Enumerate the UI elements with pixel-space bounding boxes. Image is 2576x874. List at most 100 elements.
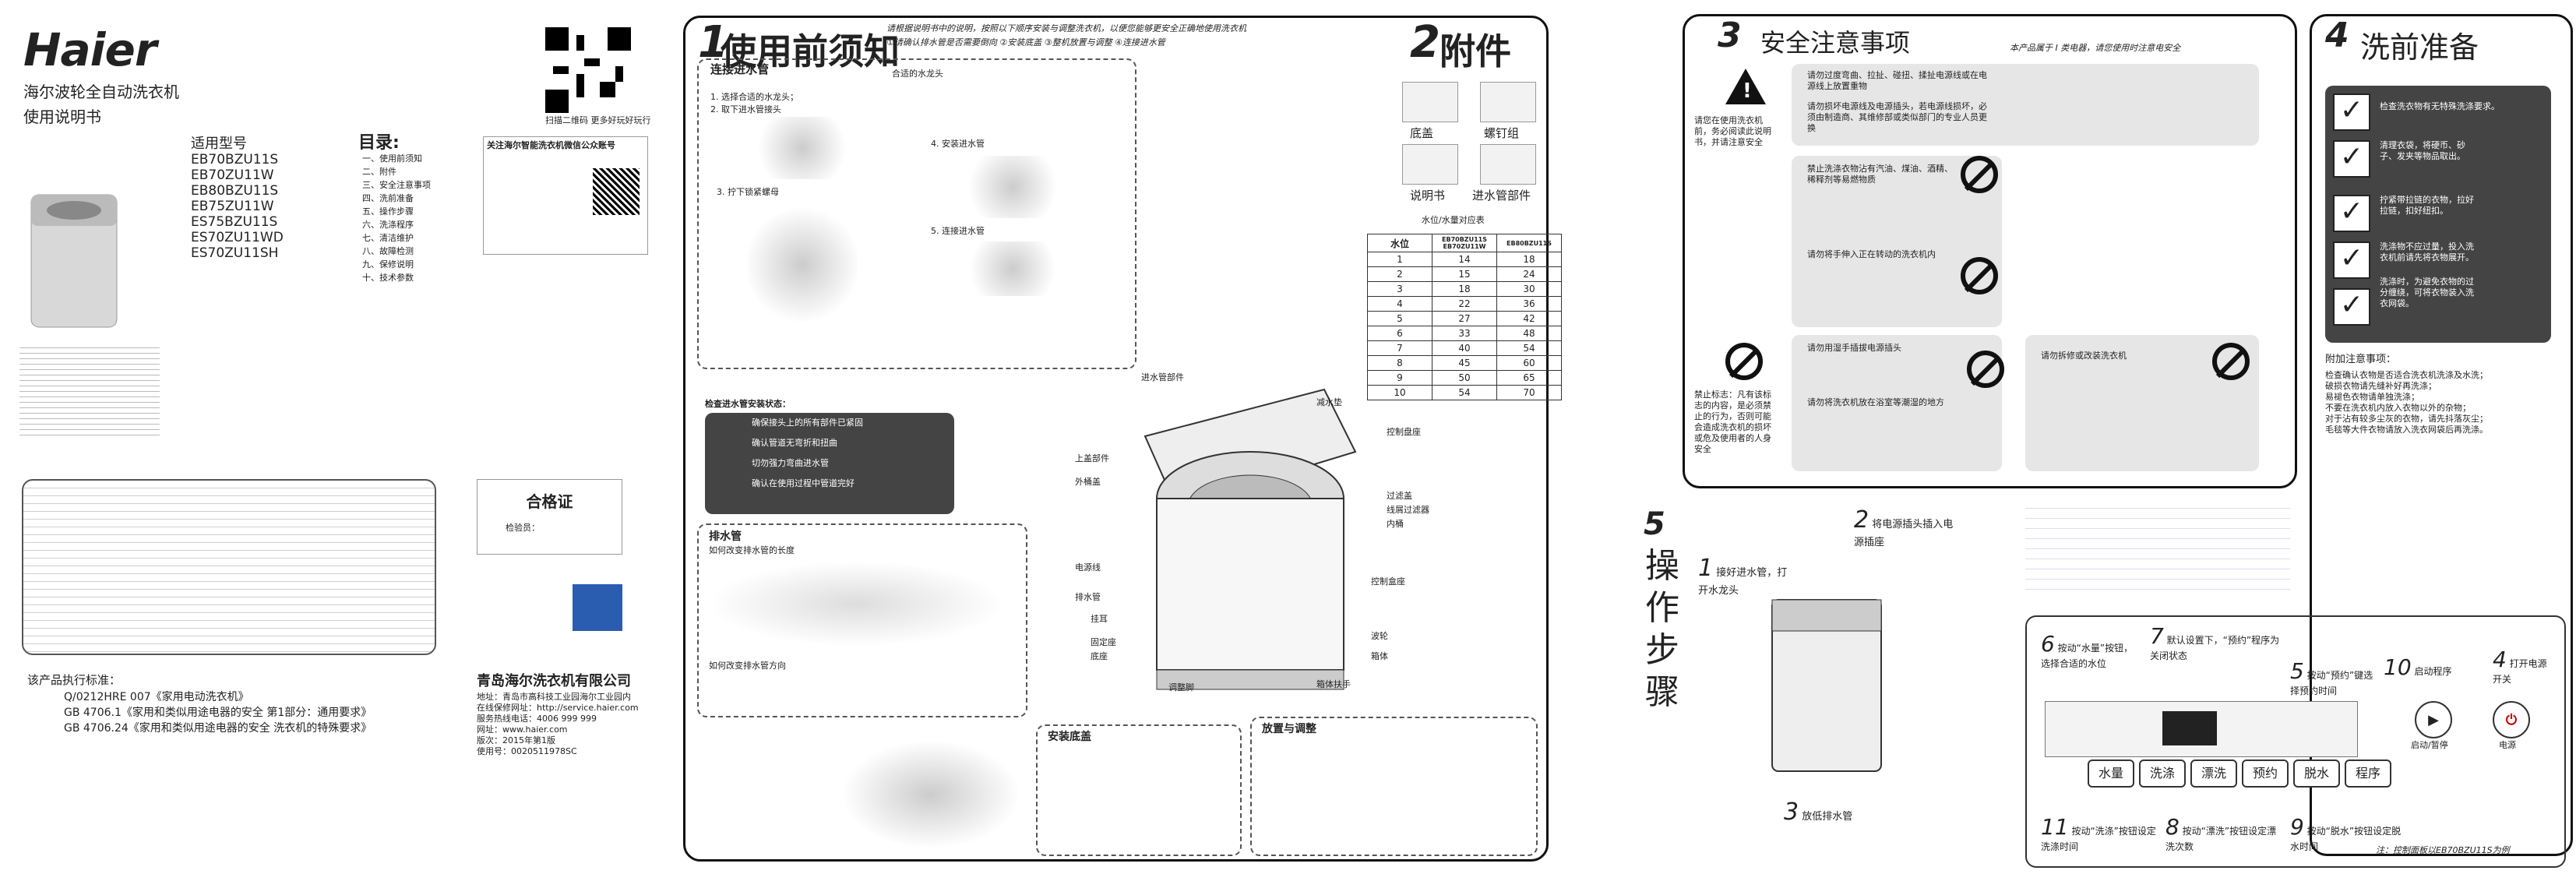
water-level-button[interactable]: 水量 xyxy=(2088,759,2134,788)
diagram-label: 固定座 xyxy=(1091,637,1116,647)
power-button[interactable]: ⏻ xyxy=(2493,701,2530,738)
diagram-label: 内桶 xyxy=(1387,519,1404,529)
toc-item[interactable]: 一、使用前须知 xyxy=(362,153,422,164)
drain-sketch xyxy=(709,561,1005,647)
check-item: 确认管道无弯折和扭曲 xyxy=(752,438,837,448)
check-icon: ✓ xyxy=(2333,241,2370,279)
program-button[interactable]: 程序 xyxy=(2345,759,2391,788)
step-2: 2 将电源插头插入电源插座 xyxy=(1854,506,1963,548)
toc-item[interactable]: 五、操作步骤 xyxy=(362,206,414,217)
model-item: ES70ZU11WD xyxy=(191,230,284,245)
prewash-item: 洗涤物不应过量，投入洗衣机前请先将衣物展开。 xyxy=(2380,241,2474,263)
product-name: 海尔波轮全自动洗衣机 xyxy=(23,83,179,101)
step-3: 3 放低排水管 xyxy=(1784,798,1877,826)
warning-text: 请您在使用洗衣机前，务必阅读此说明书，并请注意安全 xyxy=(1694,115,1771,147)
model-item: ES70ZU11SH xyxy=(191,245,279,261)
connect-inlet-title: 连接进水管 xyxy=(710,62,770,76)
section2-title: 附件 xyxy=(1440,30,1511,72)
accessory-base-cover-label: 底盖 xyxy=(1410,126,1434,140)
panel-note: 注：控制面板以EB70BZU11S为例 xyxy=(2376,845,2510,855)
step-5: 5 按动“预约”键选择预约时间 xyxy=(2290,658,2373,696)
diagram-label: 外桶盖 xyxy=(1075,477,1101,487)
toc-item[interactable]: 七、清洁维护 xyxy=(362,233,414,243)
start-pause-label: 启动/暂停 xyxy=(2411,740,2448,750)
doc-type: 使用说明书 xyxy=(23,107,101,126)
adjust-title: 放置与调整 xyxy=(1262,723,1316,735)
rinse-button[interactable]: 漂洗 xyxy=(2190,759,2237,788)
accessory-base-cover xyxy=(1402,82,1458,122)
schedule-button[interactable]: 预约 xyxy=(2242,759,2289,788)
drain-text: 如何改变排水管的长度 xyxy=(709,545,795,555)
drain-title: 排水管 xyxy=(709,530,742,543)
diagram-label: 箱体 xyxy=(1371,651,1388,661)
toc-item[interactable]: 三、安全注意事项 xyxy=(362,180,431,190)
check-item: 确保接头上的所有部件已紧固 xyxy=(752,418,863,428)
company-name: 青岛海尔洗衣机有限公司 xyxy=(477,673,631,689)
section2-num: 2 xyxy=(1410,17,1440,68)
accessory-inlet-hose xyxy=(1480,144,1536,185)
step-7: 7 默认设置下，“预约”程序为关闭状态 xyxy=(2150,623,2280,661)
wechat-box: 关注海尔智能洗衣机微信公众账号 xyxy=(483,136,648,255)
wechat-qr-icon xyxy=(593,168,640,215)
diagram-label: 底座 xyxy=(1091,651,1108,661)
model-item: EB80BZU11S xyxy=(191,183,279,199)
step-8: 8 按动“漂洗”按钮设定漂洗次数 xyxy=(2165,814,2277,852)
toc-item[interactable]: 四、洗前准备 xyxy=(362,193,414,203)
warning-icon: ! xyxy=(1725,69,1766,104)
standards-list: Q/0212HRE 007《家用电动洗衣机》 GB 4706.1《家用和类似用途… xyxy=(64,689,372,736)
prohibit-icon xyxy=(1725,343,1763,380)
blue-label xyxy=(573,584,622,631)
safety-item: 请勿过度弯曲、拉扯、碰扭、揉扯电源线或在电源线上放置重物 xyxy=(1807,70,1987,91)
extra-text: 检查确认衣物是否适合洗衣机洗涤及水洗； 破损衣物请先缝补好再洗涤； 易褪色衣物请… xyxy=(2325,370,2488,435)
section3-subtitle: 本产品属于 I 类电器，请您使用时注意电安全 xyxy=(2010,43,2181,53)
standards-title: 该产品执行标准： xyxy=(27,673,122,687)
model-item: EB70ZU11W xyxy=(191,167,274,183)
prewash-item: 洗涤时，为避免衣物的过分缠绕，可将衣物装入洗衣网袋。 xyxy=(2380,277,2474,308)
safety-list-1 xyxy=(1792,64,2259,146)
inlet-step-2: 2. 取下进水管接头 xyxy=(710,104,781,115)
diagram-label: 调整脚 xyxy=(1168,682,1194,693)
toc-item[interactable]: 八、故障检测 xyxy=(362,246,414,256)
control-panel-box xyxy=(2025,615,2566,868)
prohibit-text: 禁止标志：凡有该标志的内容，是必须禁止的行为，否则可能会造成洗衣机的损坏或危及使… xyxy=(1694,389,1771,454)
washer-image xyxy=(30,194,118,328)
toc-item[interactable]: 十、技术参数 xyxy=(362,273,414,283)
toc-item[interactable]: 六、洗涤程序 xyxy=(362,220,414,230)
step-text: 接好进水管，打开水龙头 xyxy=(1698,567,1788,597)
step-text: 放低排水管 xyxy=(1802,811,1853,823)
prohibit-icon xyxy=(1961,156,1998,193)
section5-title: 操作步骤 xyxy=(1645,546,1679,712)
display-screen xyxy=(2162,711,2217,745)
diagram-label: 上盖部件 xyxy=(1075,453,1109,463)
wash-button[interactable]: 洗涤 xyxy=(2139,759,2186,788)
inlet-step-5: 5. 连接进水管 xyxy=(931,226,985,236)
inlet-step-3: 3. 拧下锁紧螺母 xyxy=(717,187,779,197)
table-header: EB80BZU11S xyxy=(1496,234,1562,252)
prewash-item: 清理衣袋，将硬币、砂子、发夹等物品取出。 xyxy=(2380,140,2465,161)
accessory-manual-label: 说明书 xyxy=(1410,189,1446,203)
step-10: 10 启动程序 xyxy=(2384,654,2452,680)
inlet-sketch-a xyxy=(748,117,857,179)
tap-title: 合适的水龙头 xyxy=(892,69,943,79)
spin-button[interactable]: 脱水 xyxy=(2293,759,2340,788)
power-label: 电源 xyxy=(2499,740,2516,750)
standard-item: GB 4706.24《家用和类似用途电器的安全 洗衣机的特殊要求》 xyxy=(64,722,372,735)
extra-title: 附加注意事项： xyxy=(2325,354,2397,365)
start-pause-button[interactable]: ▶ xyxy=(2415,701,2452,738)
accessory-inlet-hose-label: 进水管部件 xyxy=(1472,189,1531,203)
step-1: 1 接好进水管，打开水龙头 xyxy=(1698,555,1792,597)
toc-item[interactable]: 二、附件 xyxy=(362,167,396,177)
diagram-label: 过滤盖 xyxy=(1387,491,1412,501)
toc-item[interactable]: 九、保修说明 xyxy=(362,259,414,270)
accessory-manual xyxy=(1402,144,1458,185)
company-info: 地址：青岛市高科技工业园海尔工业园内 在线保修网址：http://service… xyxy=(477,692,639,756)
brand-logo: Haier xyxy=(23,23,157,76)
step-9: 9 按动“脱水”按钮设定脱水时间 xyxy=(2290,814,2402,852)
check-icon: ✓ xyxy=(2333,140,2370,178)
inlet-sketch-b xyxy=(748,203,857,327)
diagram-label: 减水垫 xyxy=(1316,397,1342,407)
